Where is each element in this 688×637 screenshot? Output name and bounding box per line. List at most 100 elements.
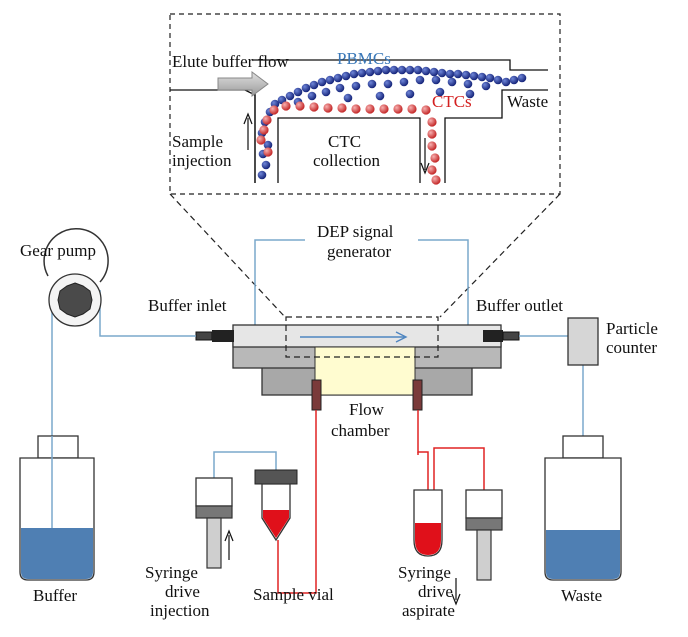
syringe-injection [195,451,277,569]
ctc-dot [269,105,279,115]
ctc-dot [281,101,291,111]
label-buffer-inlet: Buffer inlet [148,296,227,315]
label-dep-1: DEP signal [317,222,394,241]
pbmc-dot [263,140,273,150]
label-buffer: Buffer [33,586,77,605]
outlet-fitting [483,330,520,342]
label-syringe-inj-2: drive [165,582,200,601]
pbmc-dot [437,68,447,78]
pbmc-dot [367,79,377,89]
ctc-dot [309,102,319,112]
ctc-dot [431,175,441,185]
pbmc-dot [375,91,385,101]
sample-tubing [277,410,485,594]
buffer-bottle [19,435,95,581]
inlet-fitting [195,330,234,342]
pbmc-dot [435,87,445,97]
ctc-dot [365,104,375,114]
pbmc-dot [461,70,471,80]
pbmc-dot [431,75,441,85]
flow-arrow-icon [217,71,269,97]
ctc-dot [295,101,305,111]
label-sample-injection-2: injection [172,151,232,170]
ctc-dot [262,115,272,125]
waste-bottle [544,435,622,581]
pbmc-dot [447,77,457,87]
pbmc-dot [465,89,475,99]
pbmc-dot [257,170,267,180]
particle-counter [567,317,599,366]
pbmc-dot [307,91,317,101]
syringe-aspirate [451,489,503,606]
ctc-dot [337,103,347,113]
pbmc-dot [421,66,431,76]
pbmc-dot [373,66,383,76]
sample-vial [254,469,298,542]
label-pbmcs: PBMCs [337,49,391,68]
ctc-dot [351,104,361,114]
ctc-dot [379,104,389,114]
label-syringe-inj-3: injection [150,601,210,620]
pbmc-dot [517,73,527,83]
label-syringe-inj-1: Syringe [145,563,198,582]
pbmc-dot [365,67,375,77]
pbmc-dot [285,91,295,101]
pbmc-dot [405,65,415,75]
gear-pump-icon [43,227,109,327]
down-arrow-icon [420,138,430,175]
pbmc-dot [399,77,409,87]
label-syringe-asp-3: aspirate [402,601,455,620]
pbmc-dot [429,67,439,77]
pbmc-dot [261,160,271,170]
pbmc-dot [463,79,473,89]
pbmc-dot [509,75,519,85]
label-ctc-collection-1: CTC [328,132,361,151]
channel-wall-left [244,89,256,183]
inset-dashed-box [169,13,561,195]
ctc-dot [323,103,333,113]
pbmc-dot [501,77,511,87]
pbmc-dot [397,65,407,75]
pbmc-dot [381,65,391,75]
ctc-dot [427,129,437,139]
pbmc-dot [333,73,343,83]
pbmc-dot [341,71,351,81]
pbmc-dot [317,77,327,87]
pbmc-dot [349,69,359,79]
pbmc-dot [389,65,399,75]
channel-outlet-wall [444,89,548,183]
pbmc-dot [405,89,415,99]
ctc-dot [421,105,431,115]
label-sample-vial: Sample vial [253,585,334,604]
label-particle-counter-1: Particle [606,319,658,338]
pbmc-dot [493,75,503,85]
ctc-dot [407,104,417,114]
label-waste-inset: Waste [507,92,548,111]
label-sample-injection-1: Sample [172,132,223,151]
pbmc-dot [469,71,479,81]
flow-chamber [232,316,502,411]
label-elute-buffer-flow: Elute buffer flow [172,52,289,71]
label-dep-2: generator [327,242,392,261]
label-buffer-outlet: Buffer outlet [476,296,563,315]
pbmc-dot [485,73,495,83]
pbmc-dot [357,68,367,78]
pbmc-dot [321,87,331,97]
ctc-dot [427,141,437,151]
up-arrow-icon [243,112,253,150]
pbmc-dot [415,75,425,85]
label-syringe-asp-1: Syringe [398,563,451,582]
zoom-line-right [439,193,561,318]
ctc-particles [256,101,441,185]
label-waste: Waste [561,586,602,605]
pbmc-dot [481,81,491,91]
ctc-dot [259,125,269,135]
label-flow-chamber-2: chamber [331,421,390,440]
pbmc-dot [477,72,487,82]
ctc-dot [393,104,403,114]
pbmc-dot [453,69,463,79]
pbmc-dot [413,65,423,75]
label-ctc-collection-2: collection [313,151,381,170]
